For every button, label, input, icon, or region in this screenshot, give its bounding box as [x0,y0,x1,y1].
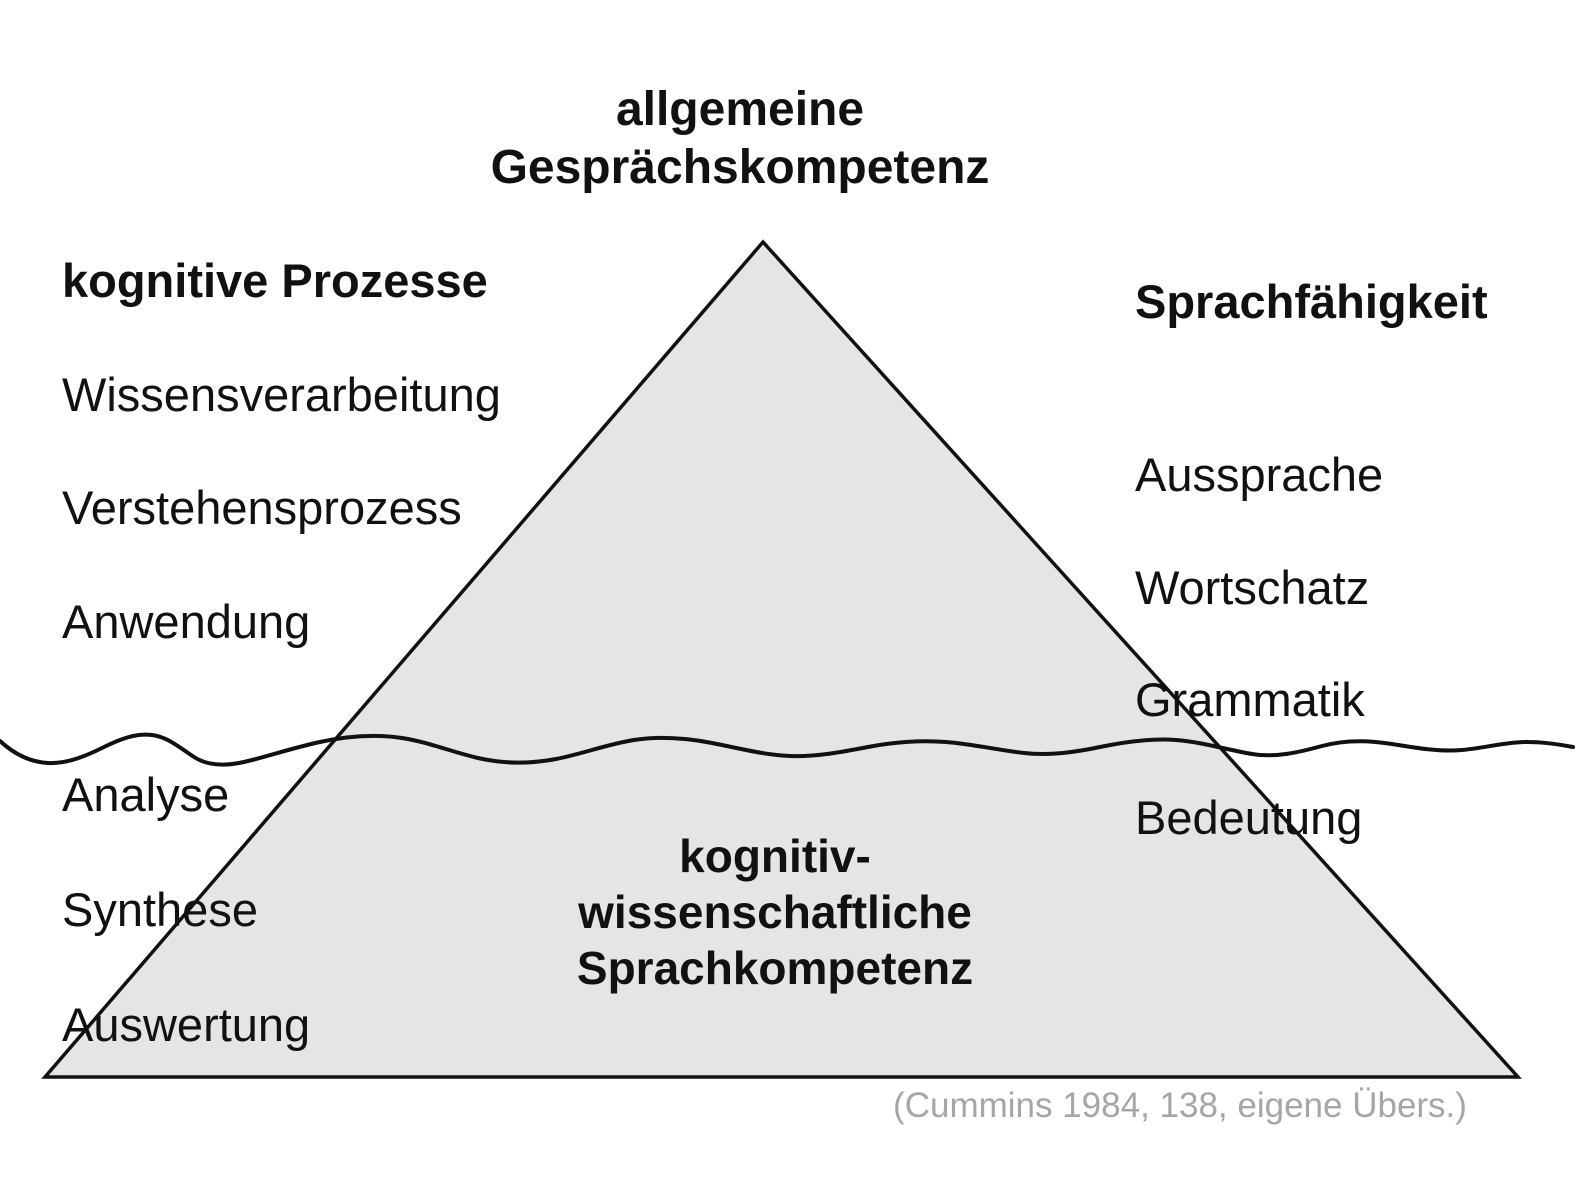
right-item-bedeutung: Bedeutung [1135,791,1363,844]
right-item-wortschatz: Wortschatz [1135,561,1370,614]
left-item-synthese: Synthese [62,883,258,936]
left-column-header: kognitive Prozesse [62,254,488,307]
left-item-auswertung: Auswertung [62,998,311,1051]
iceberg-triangle [41,239,1522,1079]
left-item-analyse: Analyse [62,768,230,821]
right-item-grammatik: Grammatik [1135,673,1365,726]
right-column-header: Sprachfähigkeit [1135,275,1488,328]
waterline-wave [0,732,1575,767]
diagram-title: allgemeine Gesprächskompetenz [490,83,990,194]
left-item-wissensverarbeitung: Wissensverarbeitung [62,368,501,421]
citation: (Cummins 1984, 138, eigene Übers.) [893,1086,1467,1125]
triangle-center-label: kognitiv- wissenschaftliche Sprachkompet… [576,830,974,994]
left-item-verstehensprozess: Verstehensprozess [62,481,462,534]
left-item-anwendung: Anwendung [62,595,311,648]
right-item-aussprache: Aussprache [1135,448,1384,501]
